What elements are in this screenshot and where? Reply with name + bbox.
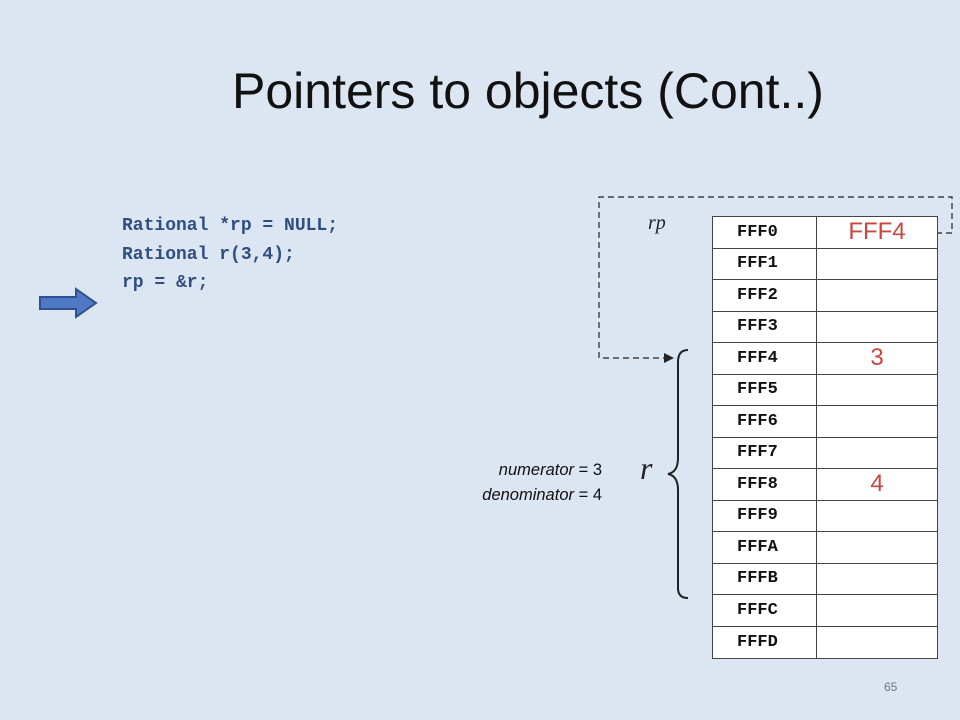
memory-address: FFF8 — [713, 469, 817, 500]
memory-row: FFFC — [713, 595, 937, 627]
memory-row: FFF9 — [713, 500, 937, 532]
memory-row: FFF2 — [713, 280, 937, 312]
memory-value — [817, 438, 937, 469]
memory-value — [817, 564, 937, 595]
memory-row: FFF3 — [713, 311, 937, 343]
memory-value — [817, 532, 937, 563]
memory-address: FFFB — [713, 563, 817, 594]
memory-row: FFF8 4 — [713, 469, 937, 501]
memory-value: 3 — [870, 344, 884, 372]
object-fields-note: numerator = 3 denominator = 4 — [440, 458, 602, 508]
memory-address: FFF6 — [713, 406, 817, 437]
memory-address: FFF2 — [713, 280, 817, 311]
memory-value — [817, 595, 937, 626]
curly-brace-icon — [667, 349, 689, 599]
page-number: 65 — [884, 680, 898, 694]
memory-row: FFFA — [713, 532, 937, 564]
slide-title: Pointers to objects (Cont..) — [232, 63, 824, 119]
numerator-value: = 3 — [578, 461, 602, 479]
memory-address: FFF5 — [713, 374, 817, 405]
denominator-key: denominator — [482, 486, 574, 504]
memory-row: FFFB — [713, 563, 937, 595]
memory-row: FFFD — [713, 626, 937, 659]
memory-row: FFF7 — [713, 437, 937, 469]
memory-row: FFF6 — [713, 406, 937, 438]
memory-address: FFFC — [713, 595, 817, 626]
denominator-value: = 4 — [578, 486, 602, 504]
memory-address: FFF7 — [713, 437, 817, 468]
memory-value: 4 — [870, 470, 884, 498]
memory-value — [817, 249, 937, 280]
memory-value — [817, 375, 937, 406]
code-line: Rational r(3,4); — [122, 244, 295, 265]
rp-label: rp — [648, 212, 666, 234]
arrowhead-icon — [664, 353, 674, 363]
memory-row: FFF1 — [713, 248, 937, 280]
memory-address: FFFD — [713, 626, 817, 658]
memory-address: FFF0 — [713, 217, 817, 248]
memory-address: FFF3 — [713, 311, 817, 342]
memory-address: FFF1 — [713, 248, 817, 279]
code-line: Rational *rp = NULL; — [122, 216, 339, 236]
memory-value: FFF4 — [848, 218, 906, 246]
memory-address: FFFA — [713, 532, 817, 563]
memory-address: FFF9 — [713, 500, 817, 531]
memory-value — [817, 501, 937, 532]
code-line: rp = &r; — [122, 273, 209, 293]
memory-value — [817, 280, 937, 311]
code-block: Rational *rp = NULL; Rational r(3,4); rp… — [122, 212, 338, 298]
memory-row: FFF5 — [713, 374, 937, 406]
numerator-key: numerator — [498, 461, 574, 479]
memory-row: FFF0 FFF4 — [713, 217, 937, 249]
memory-value — [817, 406, 937, 437]
memory-value — [817, 627, 937, 659]
pointer-dashed-arrow — [598, 196, 953, 359]
r-label: r — [640, 450, 653, 486]
memory-value — [817, 312, 937, 343]
right-arrow-icon — [39, 287, 98, 319]
memory-address: FFF4 — [713, 343, 817, 374]
memory-row: FFF4 3 — [713, 343, 937, 375]
